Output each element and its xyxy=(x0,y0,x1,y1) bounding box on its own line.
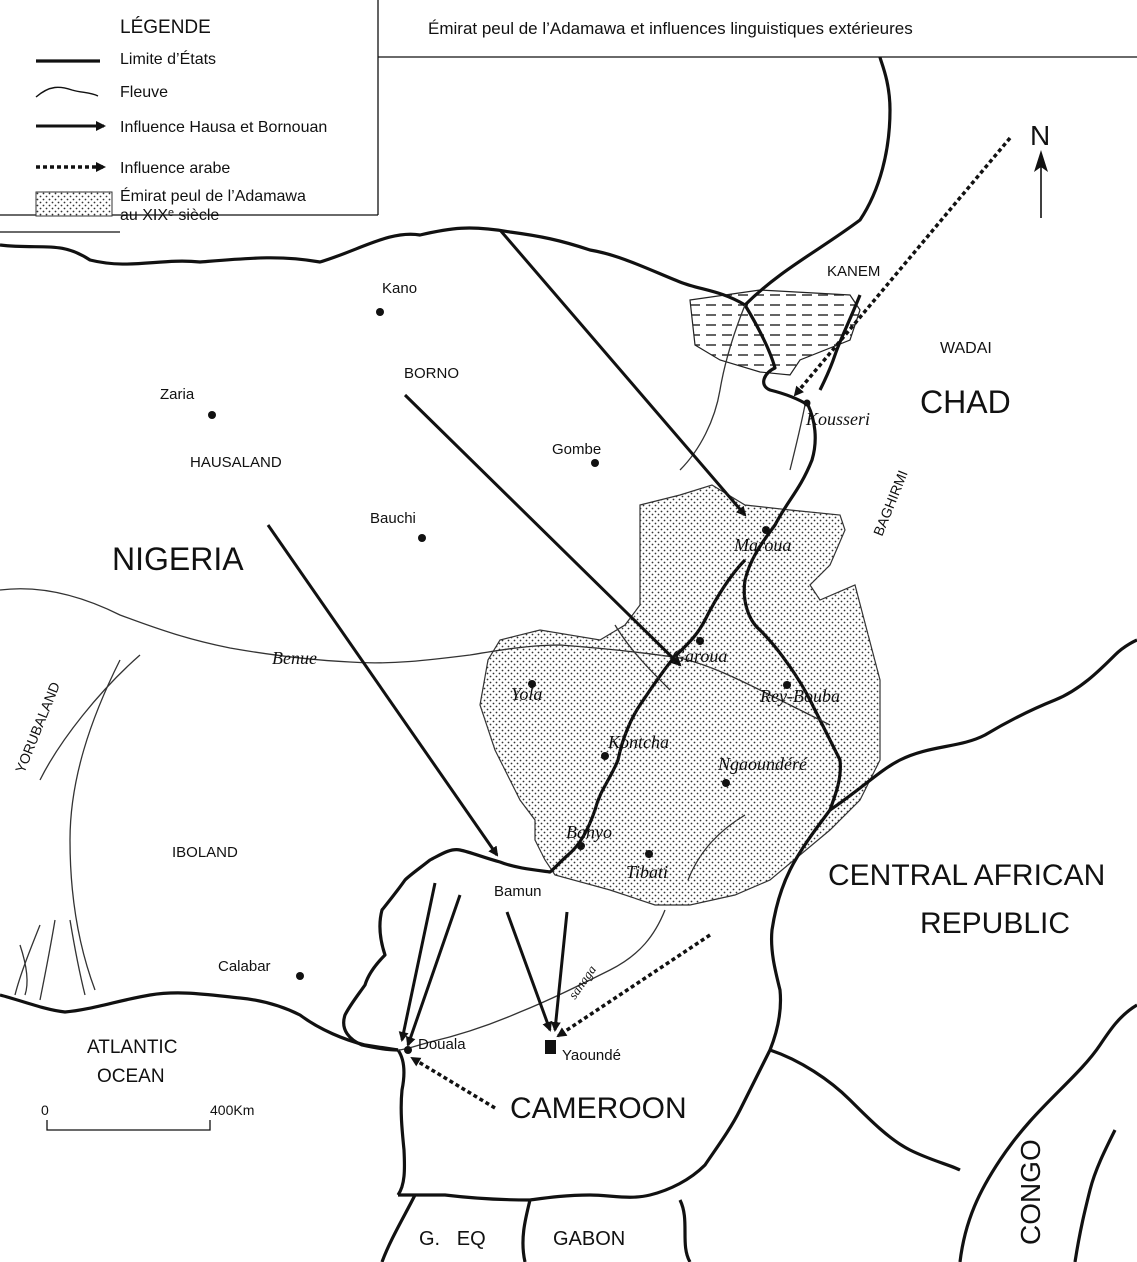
city-gombe: Gombe xyxy=(552,441,601,458)
north-label: N xyxy=(1030,120,1050,151)
country-car-1: CENTRAL AFRICAN xyxy=(828,859,1105,892)
region-baghirmi: BAGHIRMI xyxy=(870,468,911,538)
city-calabar: Calabar xyxy=(218,958,271,975)
arab-influence-arrows xyxy=(410,136,1012,1110)
legend-label-arab: Influence arabe xyxy=(120,160,230,177)
legend-label-hausa: Influence Hausa et Bornouan xyxy=(120,119,327,136)
country-gabon: GABON xyxy=(553,1228,625,1250)
legend-emirate-swatch xyxy=(35,191,113,217)
city-ngaoundere: Ngaoundéré xyxy=(717,754,808,774)
legend-label-emirate-2: au XIXᵉ siècle xyxy=(120,207,219,224)
river-sanaga: sanaga xyxy=(565,962,599,1002)
lake-chad xyxy=(689,289,861,376)
city-banyo: Banyo xyxy=(566,822,612,842)
city-kano: Kano xyxy=(382,280,417,297)
city-kousseri: Kousseri xyxy=(805,409,870,429)
legend-river-symbol xyxy=(35,86,99,98)
emirate-area xyxy=(479,484,881,906)
region-bamun: Bamun xyxy=(494,883,542,900)
region-wadai: WADAI xyxy=(940,340,992,357)
region-borno: BORNO xyxy=(404,365,459,382)
country-car-2: REPUBLIC xyxy=(920,907,1070,940)
country-cameroon: CAMEROON xyxy=(510,1092,687,1125)
state-borders xyxy=(0,56,1137,1262)
country-chad: CHAD xyxy=(920,384,1011,420)
north-arrow xyxy=(1034,150,1048,218)
country-nigeria: NIGERIA xyxy=(112,541,244,577)
city-yaounde: Yaoundé xyxy=(562,1047,621,1064)
city-dots xyxy=(208,308,811,1054)
rivers xyxy=(0,304,831,1051)
country-geq: G. EQ xyxy=(419,1228,486,1250)
region-iboland: IBOLAND xyxy=(172,844,238,861)
ocean-label-2: OCEAN xyxy=(97,1066,165,1087)
scale-bar xyxy=(46,1120,211,1131)
city-tibati: Tibati xyxy=(626,862,668,882)
legend-label-emirate-1: Émirat peul de l’Adamawa xyxy=(120,186,306,205)
city-zaria: Zaria xyxy=(160,386,195,403)
legend-heading: LÉGENDE xyxy=(120,17,211,38)
scale-start: 0 xyxy=(41,1102,49,1118)
legend-symbols xyxy=(35,59,113,217)
ocean-label-1: ATLANTIC xyxy=(87,1037,177,1058)
city-bauchi: Bauchi xyxy=(370,510,416,527)
legend-label-border: Limite d’États xyxy=(120,49,216,68)
city-douala: Douala xyxy=(418,1036,466,1053)
country-congo: CONGO xyxy=(1015,1139,1046,1245)
legend-label-river: Fleuve xyxy=(120,84,168,101)
region-yorubaland: YORUBALAND xyxy=(12,680,63,775)
river-benue: Benue xyxy=(272,648,317,668)
scale-end: 400Km xyxy=(210,1102,254,1118)
region-kanem: KANEM xyxy=(827,263,880,280)
city-kontcha: Kontcha xyxy=(607,732,669,752)
hausa-influence-arrows xyxy=(266,229,747,1047)
city-maroua: Maroua xyxy=(733,535,791,555)
region-hausaland: HAUSALAND xyxy=(190,454,282,471)
city-garoua: Garoua xyxy=(672,646,727,666)
city-yola: Yola xyxy=(511,684,542,704)
city-reybouba: Rey-Bouba xyxy=(759,686,840,706)
map-title: Émirat peul de l’Adamawa et influences l… xyxy=(428,19,913,38)
